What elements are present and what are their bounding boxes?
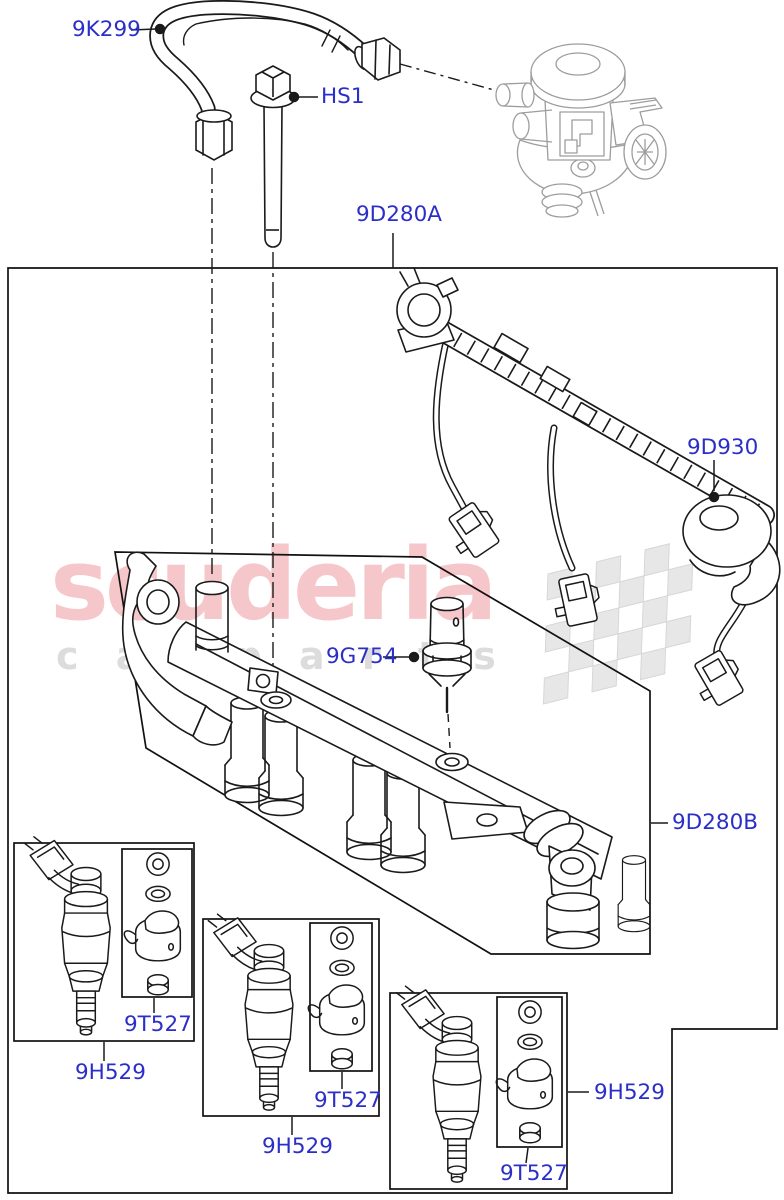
- fuel-injector-drawing-3: [395, 985, 482, 1183]
- label-fuel-rail[interactable]: 9D280B: [672, 810, 759, 835]
- fuel-pressure-sensor-drawing: [422, 596, 472, 714]
- seal-kit-box-2: [309, 922, 373, 1072]
- label-injector-3[interactable]: 9H529: [594, 1080, 665, 1105]
- label-seal-kit-1[interactable]: 9T527: [124, 1012, 192, 1037]
- label-injector-harness[interactable]: 9D280A: [356, 202, 442, 227]
- label-injector-1[interactable]: 9H529: [75, 1060, 146, 1085]
- label-injector-2[interactable]: 9H529: [262, 1134, 333, 1159]
- label-fuel-pipe[interactable]: 9K299: [72, 17, 141, 42]
- fuel-pipe-drawing: [149, 0, 401, 161]
- high-pressure-pump-illustration: [495, 43, 667, 218]
- main-kit-box-outline: [7, 267, 778, 1194]
- fuel-injector-drawing-1: [23, 836, 111, 1036]
- fuel-rail-drawing: [121, 551, 651, 950]
- seal-kit-drawing-1: [123, 852, 182, 996]
- mounting-bolt-drawing: [250, 65, 296, 248]
- injector-box-1: [13, 842, 195, 1042]
- seal-kit-drawing-3: [495, 1000, 554, 1144]
- assembly-centerlines: [211, 63, 495, 749]
- leader-lines: [103, 23, 720, 1164]
- label-mounting-bolt[interactable]: HS1: [321, 84, 365, 109]
- seal-kit-box-3: [496, 996, 563, 1148]
- label-pressure-sensor[interactable]: 9G754: [326, 644, 398, 669]
- fuel-injector-drawing-2: [207, 913, 294, 1111]
- injector-box-2: [202, 918, 380, 1117]
- label-seal-kit-3[interactable]: 9T527: [500, 1161, 568, 1186]
- seal-kit-drawing-2: [307, 926, 366, 1070]
- injector-harness-drawing: [396, 267, 781, 712]
- label-seal-kit-2[interactable]: 9T527: [314, 1088, 382, 1113]
- seal-kit-box-1: [121, 848, 193, 998]
- injector-box-3: [389, 992, 568, 1190]
- label-harness-grommet[interactable]: 9D930: [687, 435, 759, 460]
- harness-grommet-9d930: [682, 494, 781, 606]
- fuel-rail-box-outline: [114, 551, 651, 955]
